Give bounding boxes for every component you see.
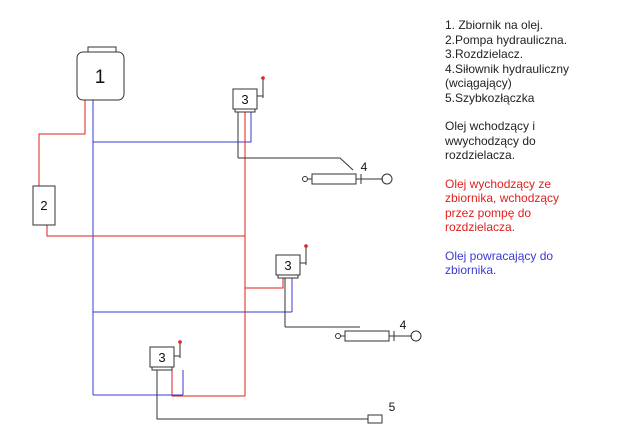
cylinder-1: 4 [302, 160, 393, 185]
legend-item-valve: 3.Rozdzielacz. [445, 47, 524, 61]
legend-red-line-3: przez pompę do [445, 205, 532, 220]
valve-3-label: 3 [158, 350, 165, 365]
legend-red-note: Olej wychodzący ze zbiornika, wchodzący … [445, 177, 617, 235]
working-lines [156, 112, 368, 420]
cylinder-2: 4 [335, 318, 422, 342]
cylinder-2-eye [410, 330, 422, 342]
black-valve1-to-cyl1 [238, 157, 354, 171]
cylinder-1-barrel [311, 173, 357, 185]
valve-1-label: 3 [241, 92, 248, 107]
valve-2-label: 3 [284, 258, 291, 273]
legend-blue-line-1: Olej powracający do [445, 248, 554, 263]
legend-red-line-1: Olej wychodzący ze [445, 176, 552, 191]
cylinder-2-barrel [344, 330, 390, 342]
coupler-body [367, 414, 383, 424]
valve-2: 3 [275, 244, 308, 279]
legend-black-line-1: Olej wchodzący i [445, 119, 536, 133]
valve-1-lever-icon [261, 76, 265, 80]
tank-body [76, 51, 125, 101]
legend-blue-note: Olej powracający do zbiornika. [445, 249, 617, 278]
legend-items: 1. Zbiornik na olej. 2.Pompa hydrauliczn… [445, 18, 617, 105]
legend-black-line-3: rozdzielacza. [445, 148, 516, 162]
coupler-label: 5 [389, 400, 396, 414]
red-to-valve2 [245, 278, 284, 289]
tank-cap [87, 46, 117, 53]
valve-1: 3 [232, 76, 265, 113]
legend-red-line-4: rozdzielacza. [445, 220, 516, 234]
return-lines [92, 100, 293, 396]
red-pump-out [46, 225, 245, 237]
pump-body [32, 185, 56, 226]
valve-3-lever-icon [178, 340, 182, 344]
legend-item-tank: 1. Zbiornik na olej. [445, 18, 544, 32]
valve-2-lever-icon [304, 244, 308, 248]
blue-top-return [92, 100, 252, 143]
red-to-valve3 [171, 370, 245, 397]
legend: 1. Zbiornik na olej. 2.Pompa hydrauliczn… [445, 18, 617, 278]
legend-black-note: Olej wchodzący i wwychodzący do rozdziel… [445, 119, 617, 163]
legend-red-line-2: zbiornika, wchodzący [445, 191, 560, 205]
tank: 1 [76, 46, 125, 101]
coupler: 5 [367, 400, 396, 424]
black-valve3-to-coupler [156, 370, 368, 420]
legend-black-line-2: wwychodzący do [445, 133, 536, 148]
legend-item-pump: 2.Pompa hydrauliczna. [445, 32, 568, 47]
legend-item-coupler: 5.Szybkozłączka [445, 90, 535, 105]
pump: 2 [32, 185, 56, 226]
pump-label: 2 [40, 198, 47, 213]
cylinder-1-eye [381, 173, 393, 185]
cylinder-2-label: 4 [400, 318, 407, 332]
cylinder-1-label: 4 [361, 160, 368, 174]
valve-3: 3 [149, 340, 182, 371]
legend-item-cylinder: 4.Siłownik hydrauliczny [445, 61, 570, 76]
red-tank-to-pump [38, 100, 86, 186]
legend-item-cylinder-note: (wciągający) [445, 76, 512, 90]
tank-label: 1 [95, 67, 106, 88]
legend-blue-line-2: zbiornika. [445, 263, 497, 277]
pressure-lines [38, 100, 284, 397]
